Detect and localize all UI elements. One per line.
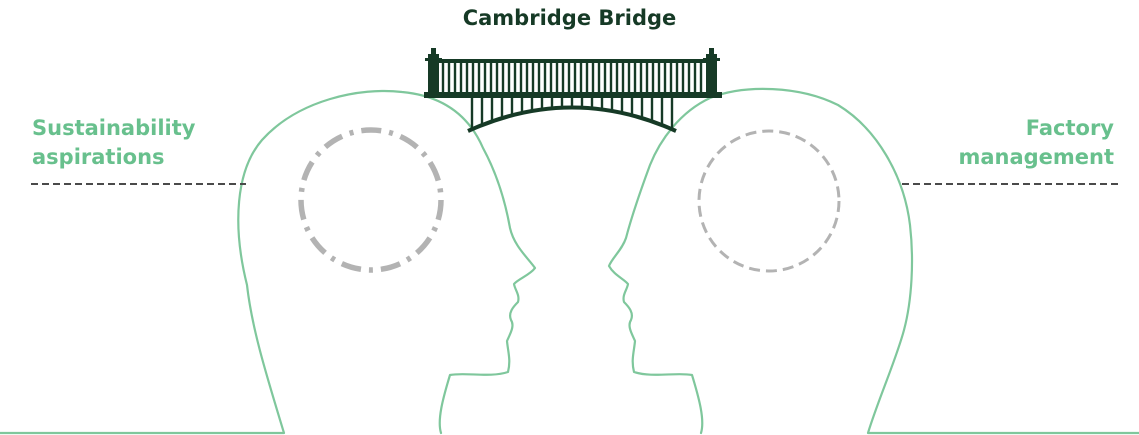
bridge-illustration <box>424 48 722 131</box>
bridge-deck <box>424 92 722 98</box>
left-label-line-2: aspirations <box>32 143 195 172</box>
right-label: Factory management <box>958 114 1114 172</box>
left-label-line-1: Sustainability <box>32 114 195 143</box>
diagram-title: Cambridge Bridge <box>0 6 1139 30</box>
bridge-railing-top <box>439 59 706 63</box>
bridge-arch <box>468 108 676 132</box>
right-thought-circle <box>699 131 839 271</box>
bridge-railing-balusters <box>443 63 701 92</box>
bridge-supports <box>472 98 672 129</box>
right-label-line-1: Factory <box>958 114 1114 143</box>
left-thought-circle <box>301 130 441 270</box>
left-label: Sustainability aspirations <box>32 114 195 172</box>
right-label-line-2: management <box>958 143 1114 172</box>
